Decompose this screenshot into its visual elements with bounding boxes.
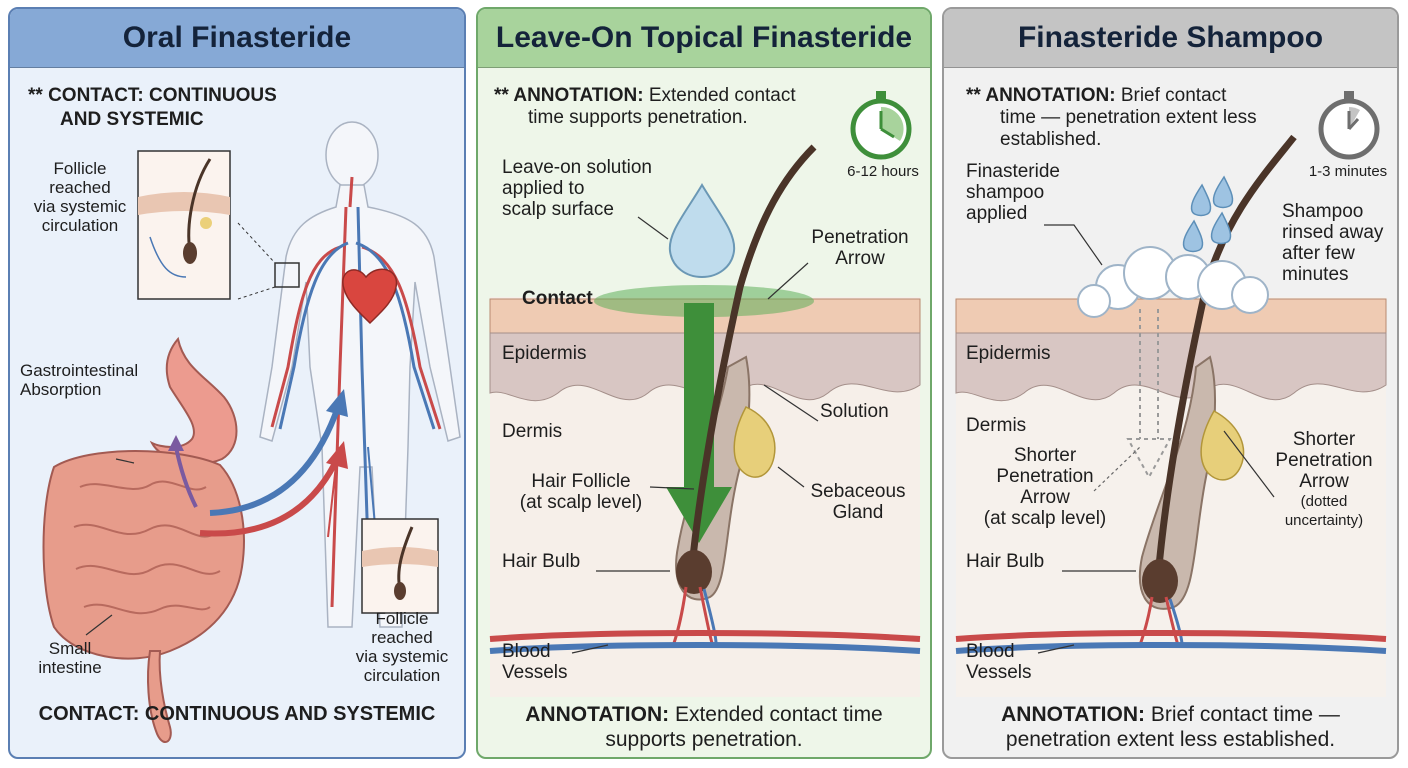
- topical-blood-vessels-label: Blood Vessels: [502, 641, 568, 683]
- oral-illustration: [42, 121, 461, 743]
- shampoo-annotation-line3: established.: [1000, 129, 1102, 150]
- follicle-inset-top: [137, 150, 231, 300]
- oral-footer: CONTACT: CONTINUOUS AND SYSTEMIC: [38, 703, 436, 725]
- topical-panel-title: Leave-On Topical Finasteride: [478, 9, 930, 68]
- shampoo-panel: Finasteride Shampoo: [942, 7, 1399, 759]
- shampoo-footer: ANNOTATION: Brief contact time — penetra…: [1001, 703, 1340, 751]
- topical-dermis-label: Dermis: [502, 421, 563, 442]
- topical-hair-bulb-label: Hair Bulb: [502, 551, 581, 572]
- oral-panel-title: Oral Finasteride: [10, 9, 464, 68]
- shampoo-panel-title: Finasteride Shampoo: [944, 9, 1397, 68]
- stomach-icon: [149, 336, 238, 465]
- hair-follicle-label: Hair Follicle (at scalp level): [519, 471, 643, 513]
- shampoo-timer-label: 1-3 minutes: [1308, 163, 1388, 180]
- sebaceous-gland: [733, 406, 776, 478]
- small-intestine-label: Small intestine: [38, 639, 102, 677]
- topical-timer-label: 6-12 hours: [847, 163, 919, 180]
- topical-illustration: [489, 91, 921, 697]
- epidermis-layer: [955, 332, 1387, 402]
- hair-bulb: [676, 550, 712, 594]
- gi-absorption-label: Gastrointestinal Absorption: [20, 361, 139, 399]
- hair-shaft: [1154, 134, 1297, 578]
- follicle-inset-bottom: [361, 518, 439, 614]
- absorption-arrow-up: [174, 446, 198, 508]
- intestine-icon: [42, 450, 245, 743]
- oral-contact-line1: ** CONTACT: CONTINUOUS: [28, 85, 277, 106]
- oral-contact-line2: AND SYSTEMIC: [60, 109, 204, 130]
- stopwatch-icon: [850, 91, 912, 160]
- oral-panel: Oral Finasteride: [8, 7, 466, 759]
- contact-glow: [594, 285, 814, 317]
- shampoo-rinsed-label: Shampoo rinsed away after few minutes: [1282, 201, 1384, 285]
- water-drops-icon: [1182, 175, 1234, 253]
- droplet-icon: [668, 183, 736, 279]
- blood-vessel-artery: [955, 630, 1387, 642]
- blood-vessel-artery: [489, 630, 921, 642]
- shorter-arrow-left-label: Shorter Penetration Arrow (at scalp leve…: [983, 445, 1107, 529]
- topical-panel: Leave-On Topical Finasteride: [476, 7, 932, 759]
- blood-vessel-vein: [955, 642, 1387, 654]
- skin-surface-layer: [955, 298, 1387, 334]
- shampoo-applied-label: Finasteride shampoo applied: [966, 161, 1060, 224]
- topical-annotation: ** ANNOTATION: Extended contact: [494, 85, 796, 106]
- shampoo-blood-vessels-label: Blood Vessels: [966, 641, 1032, 683]
- heart-icon: [342, 268, 398, 325]
- follicle-label-bottom: Follicle reached via systemic circulatio…: [355, 609, 449, 685]
- sebaceous-gland-label: Sebaceous Gland: [810, 481, 906, 523]
- shampoo-annotation-line2: time — penetration extent less: [1000, 107, 1257, 128]
- shampoo-illustration: [955, 91, 1387, 697]
- shampoo-epidermis-label: Epidermis: [966, 343, 1051, 364]
- contact-label: Contact: [522, 288, 593, 309]
- hair-bulb: [1142, 559, 1178, 603]
- leave-on-solution-label: Leave-on solution applied to scalp surfa…: [502, 157, 652, 220]
- stopwatch-icon: [1318, 91, 1380, 160]
- shorter-penetration-arrow-dotted: [1126, 309, 1172, 480]
- follicle-label-top: Follicle reached via systemic circulatio…: [33, 159, 127, 235]
- shampoo-dermis-label: Dermis: [966, 415, 1027, 436]
- zoom-box: [274, 262, 300, 288]
- foam-cloud-icon: [1077, 246, 1269, 318]
- blood-vessel-vein: [489, 642, 921, 654]
- absorption-arrow-blue: [209, 406, 341, 516]
- hair-shaft: [688, 144, 817, 568]
- shampoo-hair-bulb-label: Hair Bulb: [966, 551, 1045, 572]
- topical-epidermis-label: Epidermis: [502, 343, 587, 364]
- topical-annotation-line2: time supports penetration.: [528, 107, 748, 128]
- shorter-arrow-right-label: Shorter Penetration Arrow (dotted uncert…: [1275, 429, 1373, 529]
- solution-label: Solution: [820, 401, 889, 422]
- absorption-arrow-red: [199, 455, 341, 537]
- penetration-arrow-label: Penetration Arrow: [811, 227, 909, 269]
- sebaceous-gland: [1200, 409, 1245, 481]
- topical-footer: ANNOTATION: Extended contact time suppor…: [525, 703, 883, 751]
- shampoo-annotation: ** ANNOTATION: Brief contact: [966, 85, 1227, 106]
